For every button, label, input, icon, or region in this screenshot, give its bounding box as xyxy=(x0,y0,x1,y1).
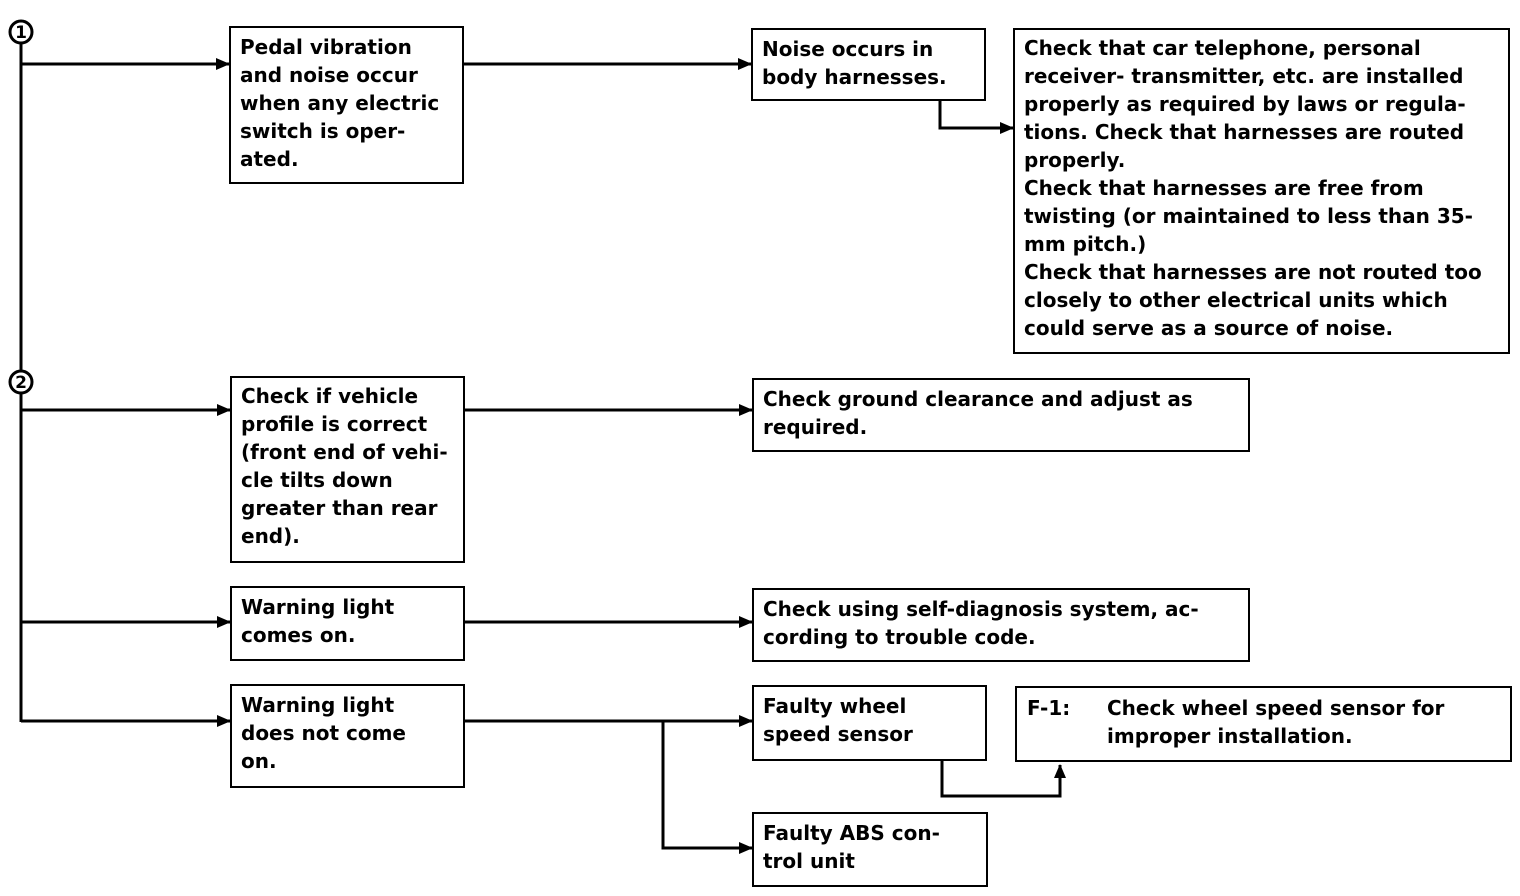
box-self-diagnosis: Check using self-diagnosis system, ac- c… xyxy=(752,588,1250,662)
arrow-to-faulty-abs xyxy=(661,721,753,854)
marker-1: 1 xyxy=(8,19,34,45)
arrow-to-f1 xyxy=(940,760,1066,798)
box-check-telephone: Check that car telephone, personal recei… xyxy=(1013,28,1510,354)
marker-2-label: 2 xyxy=(15,373,27,393)
box-warning-off: Warning light does not come on. xyxy=(230,684,465,788)
arrow-to-check-telephone xyxy=(938,100,1014,134)
box-faulty-sensor: Faulty wheel speed sensor xyxy=(752,685,987,761)
marker-1-label: 1 xyxy=(15,23,27,43)
box-ground-clearance: Check ground clearance and adjust as req… xyxy=(752,378,1250,452)
marker-2: 2 xyxy=(8,369,34,395)
box-vehicle-profile: Check if vehicle profile is correct (fro… xyxy=(230,376,465,563)
f1-text: Check wheel speed sensor for improper in… xyxy=(1107,696,1445,748)
box-f1: F-1: Check wheel speed sensor for improp… xyxy=(1015,686,1512,762)
box-faulty-abs: Faulty ABS con- trol unit xyxy=(752,812,988,887)
f1-code: F-1: xyxy=(1027,696,1071,720)
box-noise-body-harness: Noise occurs in body harnesses. xyxy=(751,28,986,101)
box-warning-on: Warning light comes on. xyxy=(230,586,465,661)
box-pedal-vibration: Pedal vibration and noise occur when any… xyxy=(229,26,464,184)
